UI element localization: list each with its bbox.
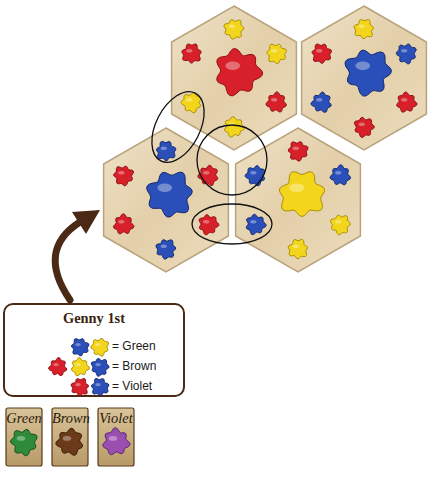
card-frame xyxy=(52,408,88,466)
paint-blob xyxy=(246,214,266,234)
paint-blob xyxy=(217,49,263,96)
recipe-card: Genny 1st = Green = Brown = Violet xyxy=(4,304,184,396)
recipe-result: = Green xyxy=(112,339,156,353)
paint-blob xyxy=(71,379,88,396)
card-label: Green xyxy=(6,410,42,427)
hex-tile xyxy=(302,6,427,150)
paint-blob xyxy=(147,172,193,217)
paint-blob xyxy=(56,428,83,455)
recipe-result: = Violet xyxy=(112,379,152,393)
paint-blob xyxy=(267,44,287,63)
paint-blob xyxy=(354,20,373,39)
paint-blob xyxy=(331,215,351,235)
paint-blob xyxy=(311,92,331,112)
paint-blob xyxy=(199,215,219,235)
paint-blob xyxy=(157,142,176,161)
paint-blob xyxy=(224,20,244,40)
paint-blob xyxy=(72,339,89,356)
color-card: Green xyxy=(6,408,42,466)
paint-blob xyxy=(245,166,265,186)
paint-blob xyxy=(396,44,416,64)
paint-blob xyxy=(91,339,109,357)
card-frame xyxy=(98,408,134,466)
paint-blob xyxy=(92,379,109,396)
card-label: Brown xyxy=(52,410,88,427)
paint-blob xyxy=(345,50,391,96)
card-title: Genny 1st xyxy=(4,310,184,327)
paint-blob xyxy=(49,358,67,376)
paint-blob xyxy=(280,172,325,217)
paint-blob xyxy=(91,359,109,377)
paint-blob xyxy=(114,166,134,186)
paint-blob xyxy=(330,165,350,185)
paint-blob xyxy=(312,44,332,63)
hex-tile xyxy=(104,128,229,272)
paint-blob xyxy=(156,240,176,259)
hex-tile xyxy=(172,6,297,150)
paint-blob xyxy=(114,214,134,234)
paint-blob xyxy=(288,142,308,161)
highlight-rings xyxy=(141,83,272,244)
card-label: Violet xyxy=(98,410,134,427)
paint-blob xyxy=(397,92,417,112)
paint-blob xyxy=(354,117,374,137)
card-frame xyxy=(6,408,42,466)
recipe-result: = Brown xyxy=(112,359,156,373)
paint-blob xyxy=(103,428,130,455)
paint-blob xyxy=(182,44,201,63)
paint-blob xyxy=(11,429,37,455)
paint-blob xyxy=(266,92,286,112)
hex-tile xyxy=(236,128,361,272)
paint-blob xyxy=(72,358,90,376)
color-card: Violet xyxy=(98,408,134,466)
curved-arrow xyxy=(55,210,100,300)
color-card: Brown xyxy=(52,408,88,466)
paint-blob xyxy=(288,240,307,259)
card-frame xyxy=(4,304,184,396)
